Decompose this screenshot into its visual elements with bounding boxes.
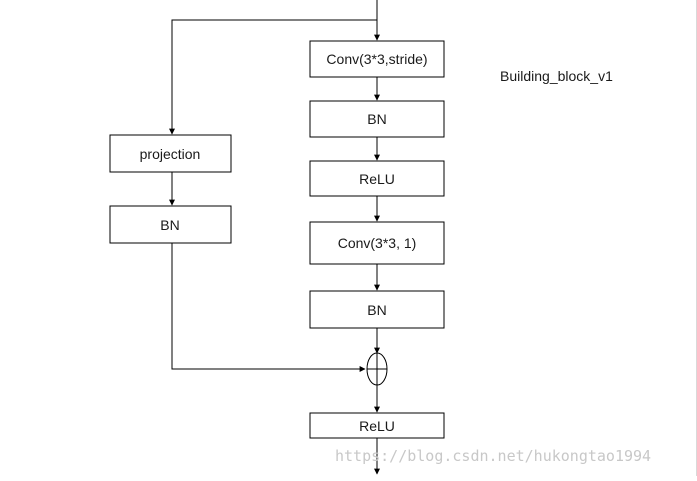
node-projection-label: projection: [140, 146, 201, 162]
node-conv-stride-label: Conv(3*3,stride): [326, 51, 427, 67]
edge-input-to-projection: [169, 19, 377, 135]
node-bn-2: BN: [309, 290, 445, 329]
node-relu-1: ReLU: [309, 160, 445, 197]
node-bn-shortcut: BN: [109, 205, 232, 244]
node-projection: projection: [109, 134, 232, 173]
node-add: [366, 352, 388, 386]
node-conv-1-label: Conv(3*3, 1): [338, 235, 417, 251]
diagram-title: Building_block_v1: [500, 68, 613, 84]
edge-bn-shortcut-to-add: [171, 243, 366, 372]
node-relu-1-label: ReLU: [359, 171, 395, 187]
node-relu-out: ReLU: [309, 412, 445, 439]
node-bn-shortcut-label: BN: [160, 217, 179, 233]
node-bn-1: BN: [309, 100, 445, 138]
watermark-text: https://blog.csdn.net/hukongtao1994: [335, 447, 651, 465]
node-bn-2-label: BN: [367, 302, 386, 318]
node-bn-1-label: BN: [367, 111, 386, 127]
node-conv-stride: Conv(3*3,stride): [309, 40, 445, 78]
node-conv-1: Conv(3*3, 1): [309, 221, 445, 265]
node-relu-out-label: ReLU: [359, 418, 395, 434]
